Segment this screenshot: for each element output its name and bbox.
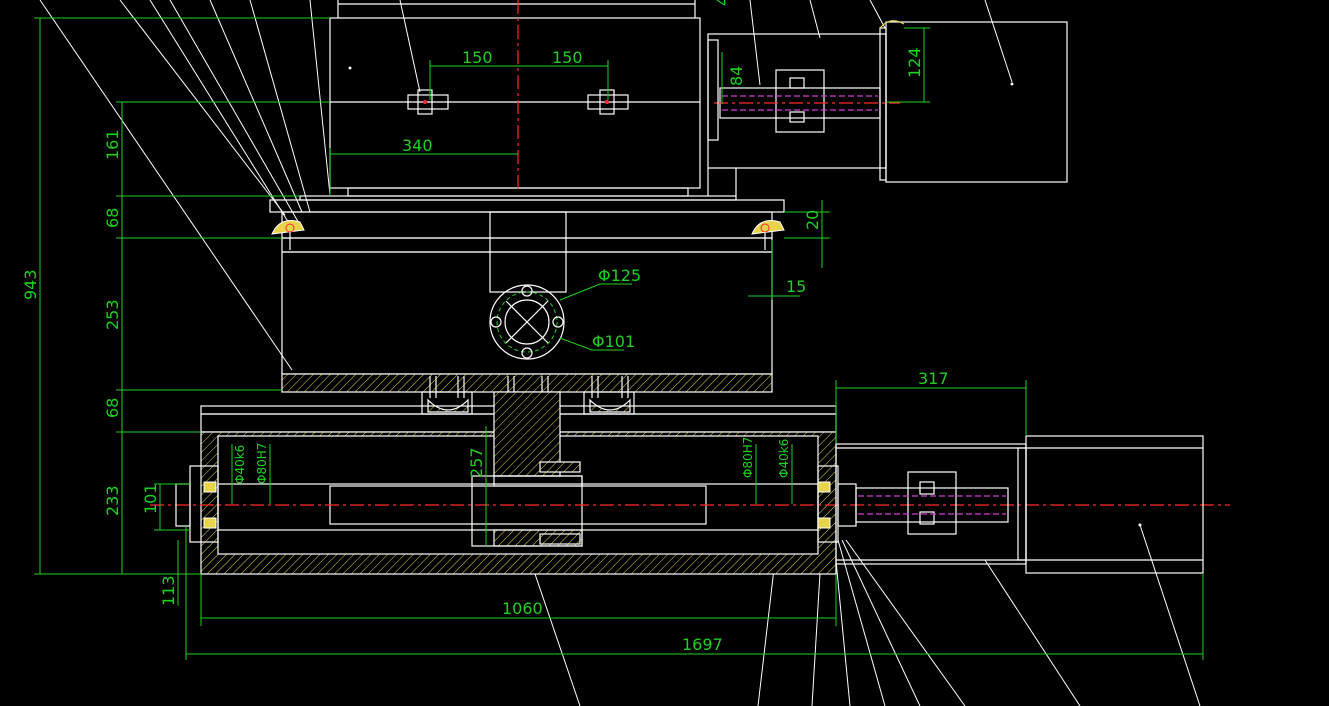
top-housing: [299, 0, 737, 201]
dim-113: 113: [159, 575, 178, 606]
dim-1060: 1060: [502, 599, 543, 618]
dim-phi125: Φ125: [598, 266, 641, 285]
dim-15: 15: [786, 277, 806, 296]
dim-124: 124: [905, 47, 924, 78]
dim-161: 161: [103, 129, 122, 160]
dim-20: 20: [803, 210, 822, 230]
dim-top-partial: 4: [713, 0, 732, 6]
dim-1697: 1697: [682, 635, 723, 654]
leader-lines: [39, 0, 1201, 706]
dim-phi101: Φ101: [592, 332, 635, 351]
dim-150-right: 150: [552, 48, 583, 67]
fit-80h7-right: Φ80H7: [741, 437, 755, 478]
dim-943: 943: [21, 269, 40, 300]
dim-340: 340: [402, 136, 433, 155]
dim-68-top: 68: [103, 208, 122, 228]
dim-84: 84: [727, 66, 746, 86]
lower-motor: [835, 435, 1204, 574]
upper-motor: [707, 20, 1068, 196]
dim-317: 317: [918, 369, 949, 388]
base-screw-drive: [150, 391, 1230, 575]
rotary-table: [269, 199, 785, 415]
fit-40k6-left: Φ40k6: [233, 445, 247, 484]
dimension-lines: [34, 17, 1204, 660]
dim-257: 257: [467, 447, 486, 478]
dimension-labels: 150 150 340 161 68 943 253 68 233 101 11…: [21, 0, 949, 654]
dim-101: 101: [141, 483, 160, 514]
dim-68-bottom: 68: [103, 398, 122, 418]
fit-40k6-right: Φ40k6: [777, 439, 791, 478]
dim-253: 253: [103, 299, 122, 330]
dim-233: 233: [103, 485, 122, 516]
dim-150-left: 150: [462, 48, 493, 67]
fit-80h7-left: Φ80H7: [255, 443, 269, 484]
